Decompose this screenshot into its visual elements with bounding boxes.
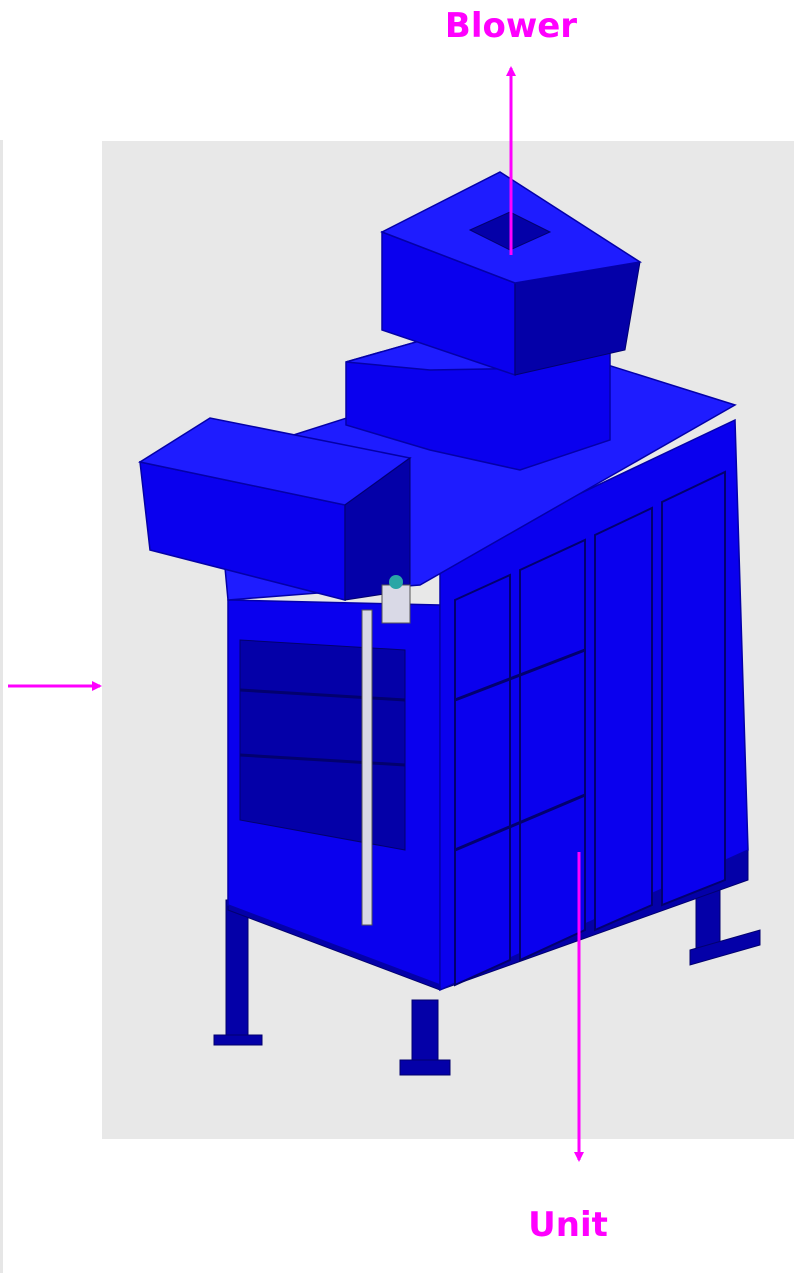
valve (381, 584, 411, 624)
pipe (361, 609, 373, 926)
machine-unit (138, 171, 761, 1076)
blower-label: Blower (444, 6, 578, 46)
front-door-panels (454, 470, 726, 987)
side-door (239, 639, 406, 851)
support-legs (213, 859, 761, 1076)
left-border-line (0, 140, 3, 1273)
annotation-arrows (8, 66, 584, 1162)
unit-label: Unit (528, 1205, 608, 1245)
